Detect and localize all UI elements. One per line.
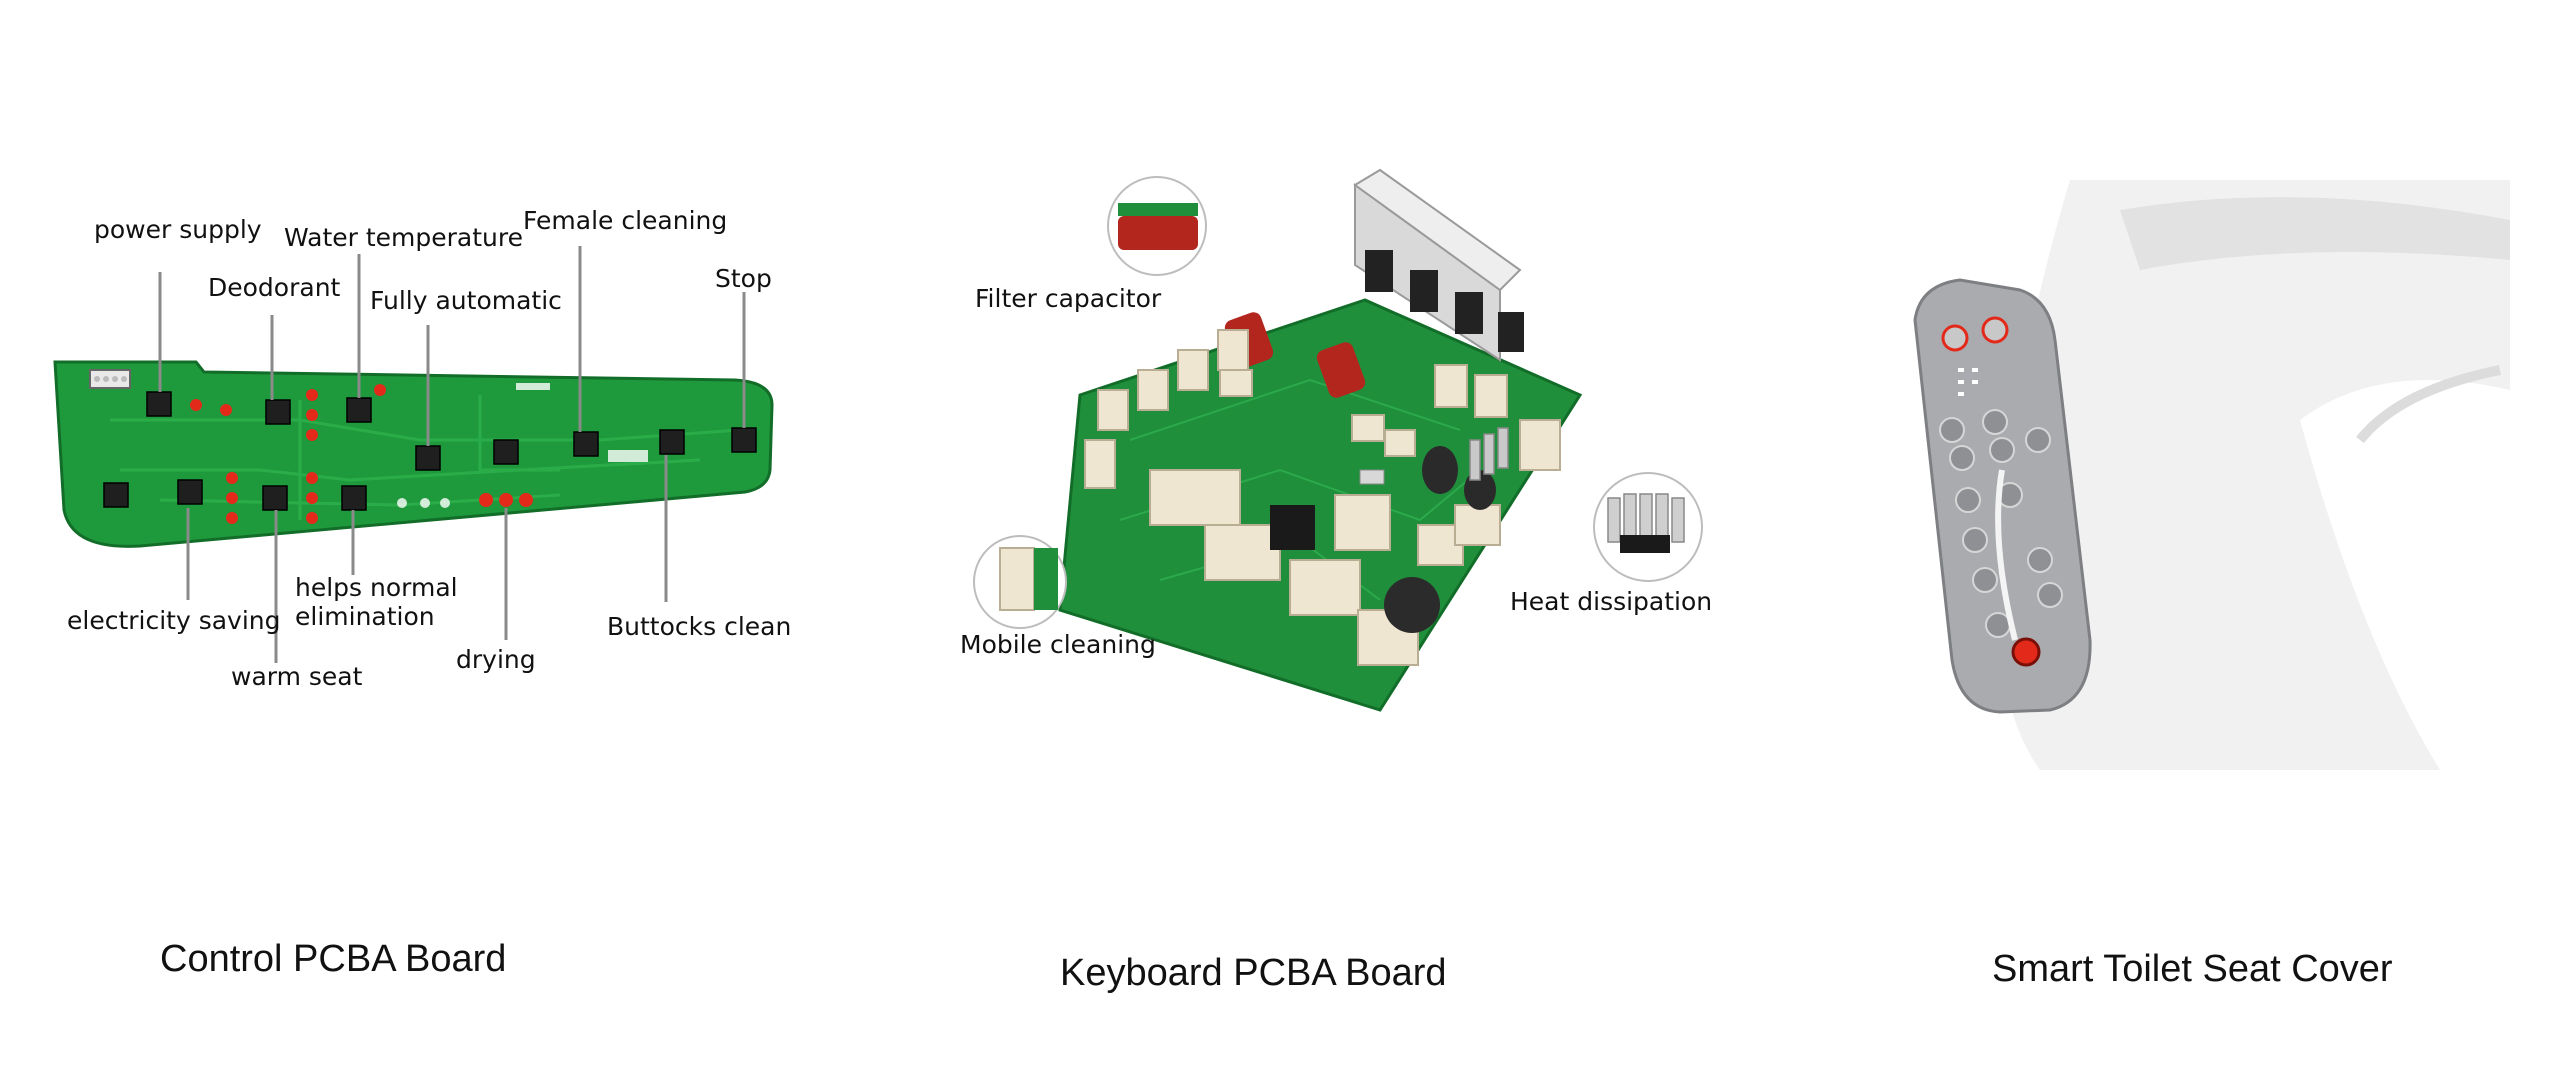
caption-control-pcba-board: Control PCBA Board [160, 938, 507, 980]
keyboard-pcba-panel: Filter capacitor Mobile cleaning Heat di… [860, 0, 1740, 1077]
label-power-supply: power supply [94, 215, 262, 244]
caption-smart-toilet-seat-cover: Smart Toilet Seat Cover [1992, 948, 2393, 990]
label-warm-seat: warm seat [231, 662, 363, 691]
label-drying: drying [456, 645, 536, 674]
label-female-cleaning: Female cleaning [523, 206, 728, 235]
label-heat-dissipation: Heat dissipation [1510, 587, 1713, 616]
label-buttocks-clean: Buttocks clean [607, 612, 792, 641]
label-stop: Stop [715, 264, 772, 293]
control-pcb-illustration [53, 246, 774, 663]
toilet-seat-illustration [1913, 180, 2510, 770]
toilet-seat-panel: Smart Toilet Seat Cover [1740, 0, 2551, 1077]
caption-keyboard-pcba-board: Keyboard PCBA Board [1060, 952, 1447, 994]
label-water-temperature: Water temperature [284, 223, 523, 252]
keyboard-pcb-illustration [973, 168, 1703, 712]
label-fully-automatic: Fully automatic [370, 286, 562, 315]
label-mobile-cleaning: Mobile cleaning [960, 630, 1156, 659]
label-filter-capacitor: Filter capacitor [975, 284, 1162, 313]
label-electricity-saving: electricity saving [67, 606, 281, 635]
control-pcba-panel: power supply Water temperature Female cl… [0, 0, 860, 1077]
label-deodorant: Deodorant [208, 273, 341, 302]
label-helps-normal-elimination: helps normal elimination [295, 573, 458, 631]
